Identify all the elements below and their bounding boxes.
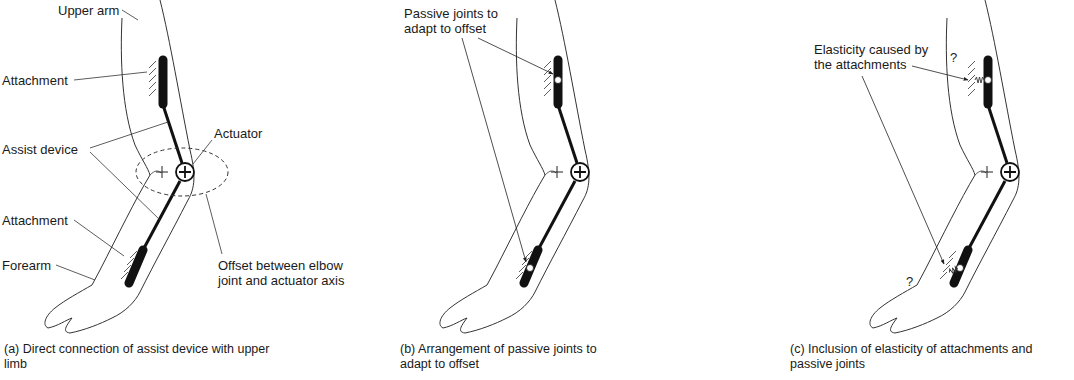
callout-note: Elasticity caused by the attachments (814, 42, 942, 72)
question-mark: ? (906, 274, 913, 289)
part-label: Attachment (2, 213, 68, 228)
panel-caption: (b) Arrangement of passive joints to ada… (400, 342, 618, 372)
panel-caption: (a) Direct connection of assist device w… (4, 342, 282, 372)
part-label: Assist device (2, 142, 78, 157)
part-label: Forearm (2, 258, 51, 273)
question-mark: ? (950, 50, 957, 65)
part-label: Attachment (2, 73, 68, 88)
callout-note: Offset between elbow joint and actuator … (218, 258, 358, 288)
panel-caption: (c) Inclusion of elasticity of attachmen… (790, 342, 1070, 372)
part-label: Upper arm (58, 3, 119, 18)
panel-a (45, 0, 228, 333)
callout-note: Passive joints to adapt to offset (404, 6, 512, 36)
part-label: Actuator (214, 126, 262, 141)
panel-b (440, 0, 589, 333)
